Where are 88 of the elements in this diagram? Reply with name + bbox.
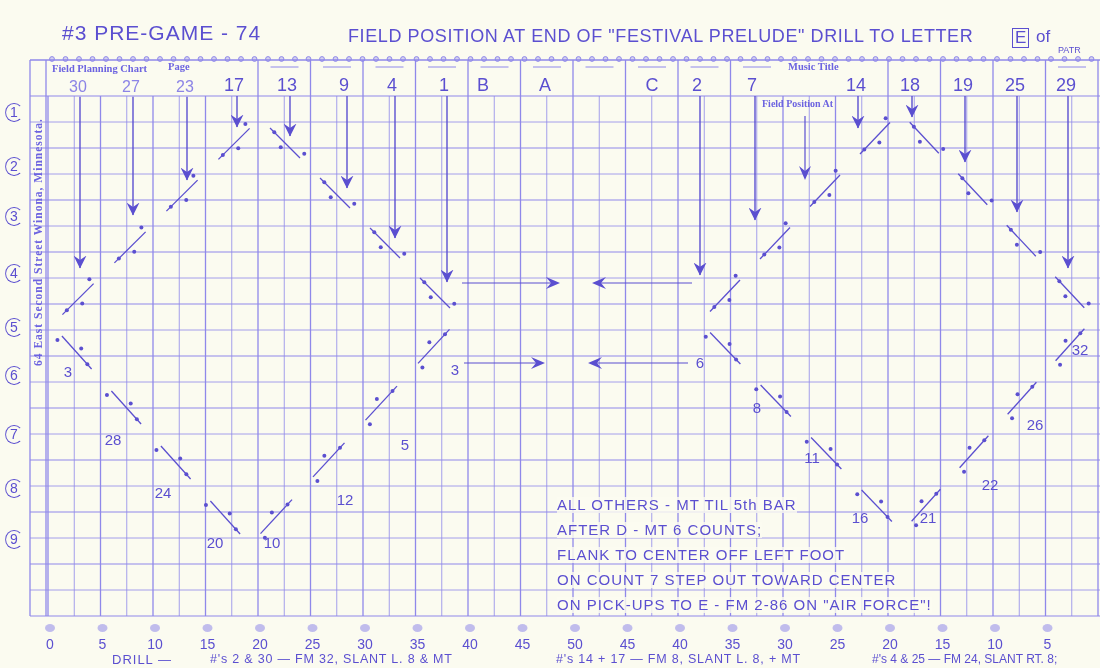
column-number: 25 <box>1005 76 1025 95</box>
yard-number: 30 <box>357 637 373 652</box>
yard-number: 5 <box>1043 637 1052 652</box>
column-number: 30 <box>69 79 87 96</box>
marcher-number: 3 <box>63 364 73 380</box>
marcher-number: 26 <box>1026 417 1044 433</box>
yard-number: 0 <box>46 637 54 652</box>
column-number: 7 <box>747 76 757 95</box>
yard-number: 20 <box>252 637 268 652</box>
title-text: #3 PRE-GAME - 74 <box>62 22 262 45</box>
yard-number: 45 <box>514 637 531 652</box>
drill-note: AFTER D - MT 6 COUNTS; <box>557 522 763 538</box>
arrow <box>693 95 707 276</box>
marcher-number: 22 <box>981 477 999 493</box>
yard-number: 15 <box>199 637 216 652</box>
column-letter: A <box>539 76 551 95</box>
form-label: Field Planning Chart <box>52 63 148 74</box>
arrow <box>283 95 297 137</box>
column-letter: C <box>645 76 659 95</box>
column-number: 9 <box>339 76 349 95</box>
drill-instruction: #'s 4 & 25 — FM 24, SLANT RT. 8; <box>872 653 1058 666</box>
address-text: 64 East Second Street Winona, Minnesota. <box>31 118 45 366</box>
yard-number: 45 <box>619 637 636 652</box>
arrow <box>851 95 865 129</box>
marcher-number: 32 <box>1071 342 1089 358</box>
arrow <box>340 95 354 189</box>
yard-number: 15 <box>934 637 951 652</box>
heading-text: FIELD POSITION AT END OF "FESTIVAL PRELUDE" DRILL TO LETTER <box>348 27 974 46</box>
yard-number: 35 <box>409 637 426 652</box>
marcher-number: 11 <box>804 450 820 466</box>
arrow <box>73 96 87 269</box>
marcher-number: 24 <box>154 485 172 501</box>
heading-text: of <box>1036 28 1051 46</box>
column-number: 27 <box>122 79 140 96</box>
column-number: 18 <box>900 76 920 95</box>
marcher-number: 12 <box>336 492 354 508</box>
marcher-number: 5 <box>400 437 410 453</box>
column-number: 13 <box>277 76 297 95</box>
yard-number: 20 <box>882 637 898 652</box>
arrow <box>1010 95 1024 213</box>
arrow <box>180 96 194 181</box>
yard-number: 25 <box>304 637 321 652</box>
yard-number: 40 <box>672 637 688 652</box>
form-label: Field Position At <box>762 99 834 110</box>
yard-number: 40 <box>462 637 478 652</box>
marcher-number: 21 <box>919 510 937 526</box>
column-number: 29 <box>1056 76 1076 95</box>
arrow <box>388 95 402 239</box>
drill-instruction: #'s 14 + 17 — FM 8, SLANT L. 8, + MT <box>556 653 801 667</box>
yard-number: 35 <box>724 637 741 652</box>
arrow <box>1061 95 1075 269</box>
yard-number: 25 <box>829 637 846 652</box>
column-number: 4 <box>387 76 397 95</box>
form-label: Music Title <box>788 61 839 72</box>
marcher-number: 20 <box>206 535 224 551</box>
marcher-number: 10 <box>263 535 281 551</box>
marcher-number: 6 <box>695 355 705 371</box>
drill-label: DRILL — <box>112 653 172 667</box>
yard-number: 10 <box>147 637 163 652</box>
column-number: 1 <box>439 76 449 95</box>
yard-number: 30 <box>777 637 793 652</box>
drill-note: ON COUNT 7 STEP OUT TOWARD CENTER <box>557 572 897 588</box>
marcher-number: 16 <box>851 510 869 526</box>
drill-instruction: #'s 2 & 30 — FM 32, SLANT L. 8 & MT <box>210 653 453 667</box>
column-number: 14 <box>846 76 866 95</box>
column-number: 2 <box>692 76 702 95</box>
arrow <box>905 95 919 118</box>
column-number: 23 <box>176 79 194 96</box>
drill-note: ALL OTHERS - MT TIL 5th BAR <box>557 497 797 513</box>
arrow <box>440 95 454 283</box>
arrow <box>126 96 140 216</box>
yard-number: 50 <box>567 637 583 652</box>
boxed-letter: E <box>1012 28 1030 48</box>
arrow <box>748 95 762 221</box>
column-number: 19 <box>953 76 973 95</box>
yard-number: 10 <box>987 637 1003 652</box>
marcher-number: 28 <box>104 432 122 448</box>
arrow <box>958 95 972 163</box>
column-number: 17 <box>224 76 244 95</box>
marcher-number: 3 <box>450 362 460 378</box>
marcher-number: 8 <box>752 400 762 416</box>
column-letter: B <box>477 76 489 95</box>
form-label: Page <box>168 61 190 72</box>
drill-note: ON PICK-UPS TO E - FM 2-86 ON "AIR FORCE"! <box>557 597 932 613</box>
yard-number: 5 <box>98 637 107 652</box>
arrow <box>230 95 244 128</box>
heading-text: PATR <box>1058 46 1081 56</box>
drill-note: FLANK TO CENTER OFF LEFT FOOT <box>557 547 846 563</box>
